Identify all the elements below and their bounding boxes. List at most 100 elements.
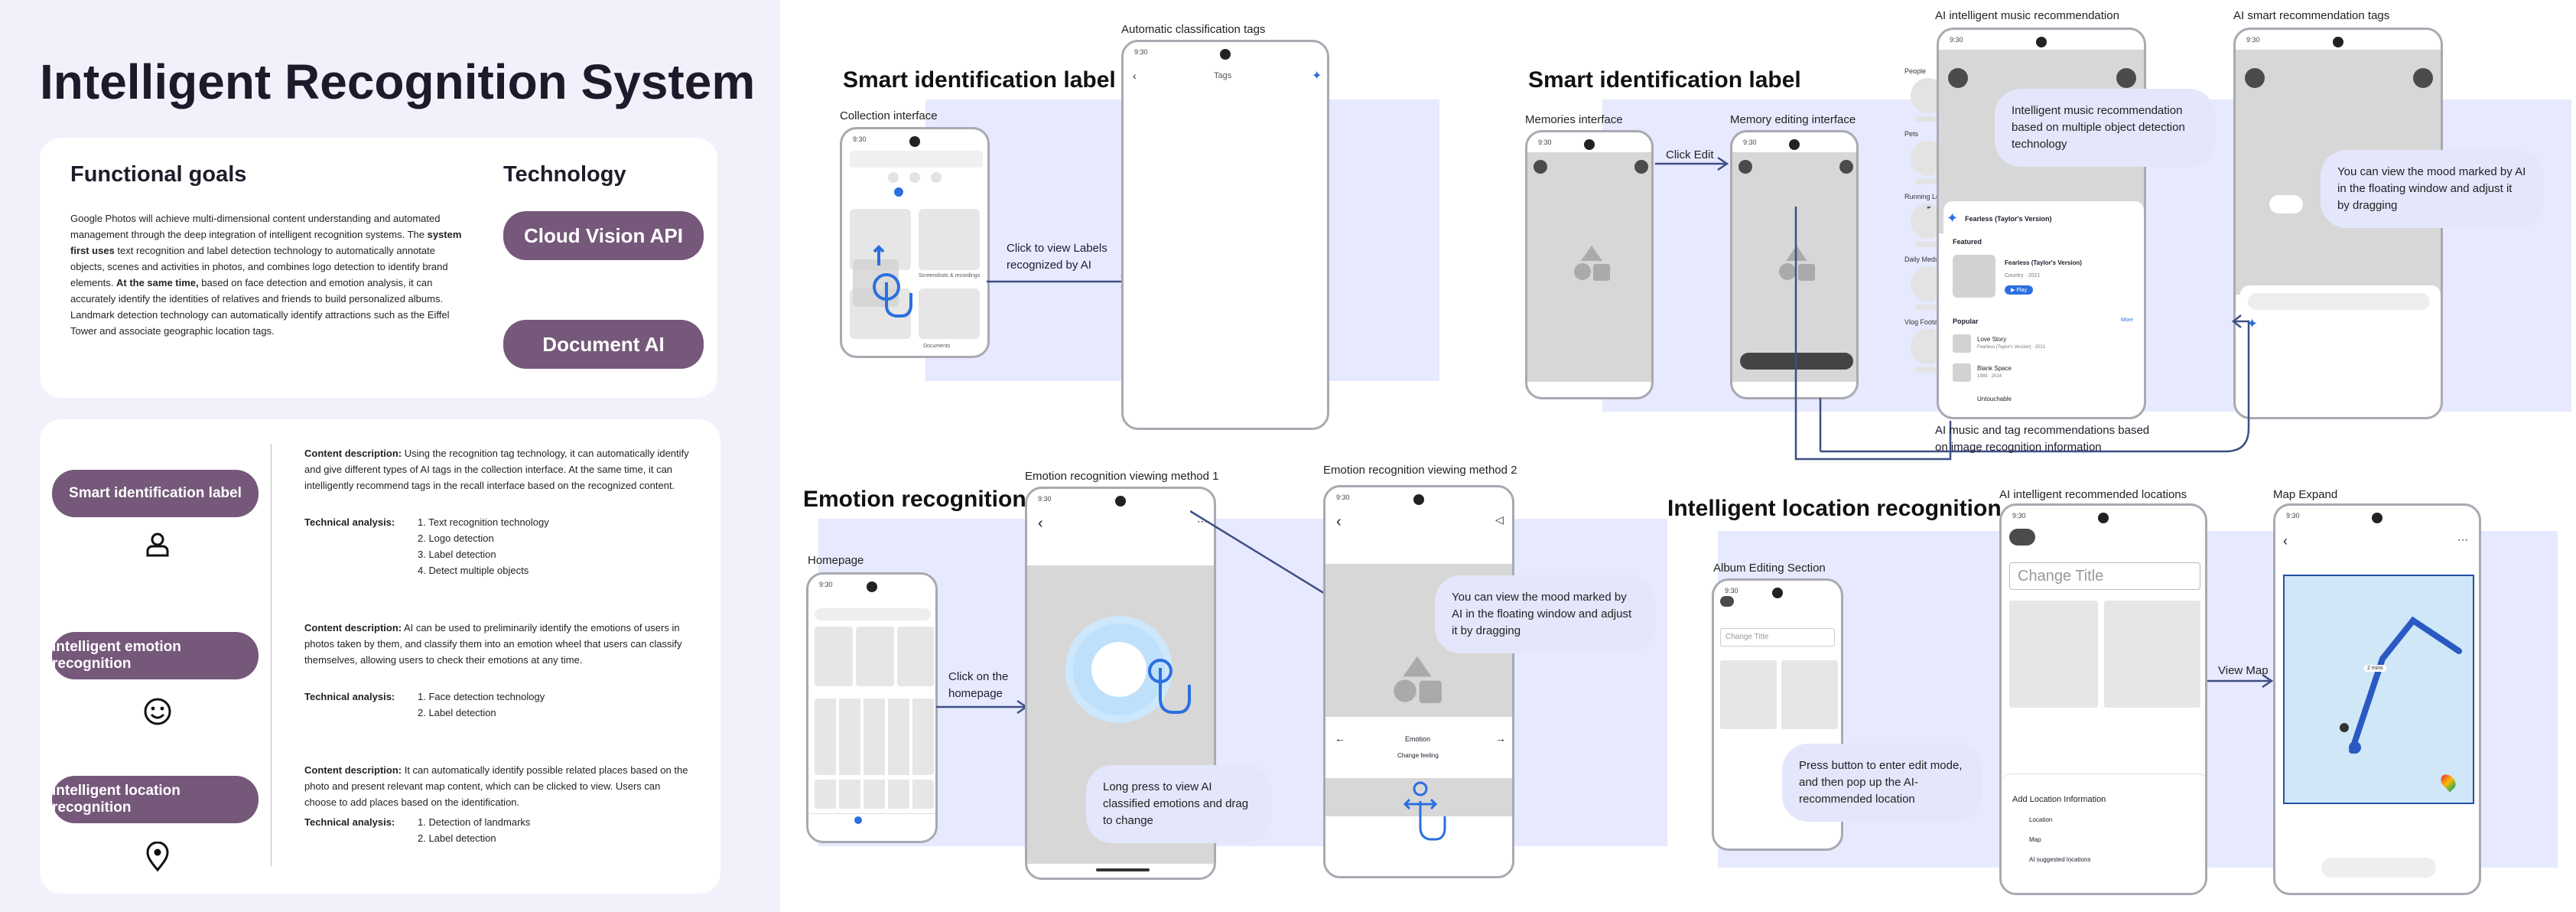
touch-hand-icon: [873, 245, 912, 318]
check-button[interactable]: [2413, 68, 2433, 88]
title-input[interactable]: Change Title: [2009, 562, 2200, 590]
callout-bubble: Long press to view AI classified emotion…: [1086, 765, 1271, 843]
section-title: Intelligent location recognition: [1667, 496, 2002, 521]
title-input[interactable]: Change Title: [1720, 628, 1835, 647]
tag-name-placeholder: [1915, 242, 1941, 247]
close-button[interactable]: [2245, 68, 2265, 88]
tag-row-label: Running Log: [1904, 193, 1944, 200]
route-line: [2340, 616, 2462, 754]
goals-card: Functional goals Google Photos will achi…: [40, 138, 717, 398]
flow-label: Click Edit: [1666, 148, 1714, 161]
drag-hand-icon: [1403, 781, 1446, 841]
map-view[interactable]: [2283, 575, 2474, 804]
tag-name-placeholder: [1915, 305, 1941, 310]
person-icon: [146, 533, 169, 557]
sparkle-icon[interactable]: ✦: [1312, 70, 1322, 83]
location-sheet: [2002, 774, 2205, 893]
goals-text: Google Photos will achieve multi-dimensi…: [70, 213, 462, 337]
music-sheet: [1943, 201, 2144, 408]
location-option[interactable]: Location: [2029, 816, 2053, 823]
tag-row-label: Daily Meds 💊: [1904, 256, 1950, 263]
search-input[interactable]: [2248, 293, 2430, 310]
more-icon[interactable]: ⋯: [2457, 533, 2468, 546]
screen-caption: AI smart recommendation tags: [2233, 9, 2390, 22]
touch-hand-icon: [1148, 659, 1191, 714]
screen-caption: Album Editing Section: [1713, 562, 1826, 575]
callout-bubble: You can view the mood marked by AI in th…: [1435, 575, 1655, 653]
screen-caption: Emotion recognition viewing method 1: [1025, 470, 1219, 483]
goals-heading: Functional goals: [70, 162, 247, 187]
song-title: Fearless (Taylor's Version): [1965, 215, 2052, 223]
screen-caption: Homepage: [808, 554, 864, 567]
edit-button[interactable]: [1634, 160, 1648, 174]
screen-caption: Automatic classification tags: [1121, 23, 1266, 36]
screen-caption: AI intelligent music recommendation: [1935, 9, 2119, 22]
tag-name-placeholder: [1915, 179, 1941, 184]
section-title: Smart identification label: [843, 67, 1116, 93]
tag-row-label: People: [1904, 67, 1927, 75]
close-button[interactable]: [1738, 160, 1752, 174]
screen-caption: Memory editing interface: [1730, 113, 1856, 126]
callout-bubble: You can view the mood marked by AI in th…: [2321, 150, 2544, 228]
feature-badge: Smart identification label: [52, 470, 259, 517]
album-cover: [1953, 255, 1995, 298]
tech-badge: Cloud Vision API: [503, 211, 704, 260]
divider: [271, 444, 272, 866]
ai-suggested-option[interactable]: AI suggested locations: [2029, 856, 2091, 863]
back-icon[interactable]: ‹: [1336, 513, 1342, 530]
map-toolbar[interactable]: [2321, 858, 2436, 878]
flow-label: View Map: [2218, 664, 2269, 677]
screen-caption: AI intelligent recommended locations: [1999, 488, 2187, 501]
sparkle-icon: ✦: [1947, 210, 1959, 226]
tag-row-label: Vlog Footages: [1904, 318, 1950, 326]
check-button[interactable]: [1839, 160, 1853, 174]
wireframe-canvas: Smart identification label Collection in…: [780, 0, 2576, 912]
check-button[interactable]: [2116, 68, 2136, 88]
search-input[interactable]: [815, 608, 931, 620]
back-icon[interactable]: ‹: [2283, 533, 2288, 549]
phone-collection: 9:30 Screenshots & recordings Documents: [840, 127, 990, 358]
flow-arrow: [1655, 156, 1729, 171]
feature-description: Content description: Using the recogniti…: [304, 448, 689, 491]
map-option[interactable]: Map: [2029, 836, 2041, 843]
back-icon[interactable]: ‹: [1133, 70, 1137, 82]
tech-badge: Document AI: [503, 320, 704, 369]
feature-badge: Intelligent emotion recognition: [52, 632, 259, 679]
share-icon[interactable]: ◁: [1495, 513, 1504, 526]
phone-memory-editing: 9:30: [1730, 130, 1859, 399]
flow-arrow: [936, 699, 1029, 715]
phone-tags: 9:30 ‹ Tags ✦: [1121, 40, 1329, 430]
home-indicator: [1096, 868, 1150, 871]
screen-caption: Emotion recognition viewing method 2: [1323, 464, 1517, 477]
image-placeholder-icon: [1574, 246, 1610, 281]
close-button[interactable]: [1534, 160, 1547, 174]
phone-homepage: 9:30: [806, 572, 938, 843]
callout-bubble: Press button to enter edit mode, and the…: [1782, 744, 1982, 822]
flow-arrow: [2207, 673, 2274, 689]
more-link[interactable]: More: [2121, 318, 2133, 323]
tag-pill[interactable]: [2269, 195, 2303, 213]
technical-analysis: Technical analysis:1. Face detection tec…: [304, 691, 545, 718]
technical-analysis: Technical analysis:1. Detection of landm…: [304, 816, 531, 844]
next-arrow[interactable]: →: [1495, 732, 1506, 744]
connector-lines: [1794, 207, 2250, 461]
close-button[interactable]: [1948, 68, 1968, 88]
image-placeholder-icon: [1779, 246, 1815, 281]
play-button[interactable]: ▶ Play: [2005, 285, 2033, 295]
tag-name-placeholder: [1915, 116, 1941, 122]
prev-arrow[interactable]: ←: [1335, 732, 1345, 744]
technology-heading: Technology: [503, 162, 626, 187]
flow-arrow: [987, 274, 1133, 289]
back-icon[interactable]: ‹: [1038, 515, 1043, 532]
check-button[interactable]: [2009, 529, 2035, 546]
emotion-slider[interactable]: [1325, 778, 1512, 816]
features-card: Smart identification label Content descr…: [40, 419, 720, 894]
phone-emotion-method-2: 9:30 ‹ ◁ Emotion Change feeling ← →: [1323, 485, 1514, 878]
location-pin-icon: [146, 842, 169, 872]
technical-analysis: Technical analysis:1. Text recognition t…: [304, 516, 549, 576]
feature-badge: Intelligent location recognition: [52, 776, 259, 823]
bottom-nav[interactable]: [808, 813, 935, 841]
overview-panel: Intelligent Recognition System Functiona…: [0, 0, 780, 912]
check-button[interactable]: [1720, 596, 1734, 607]
page-title: Intelligent Recognition System: [40, 54, 756, 109]
